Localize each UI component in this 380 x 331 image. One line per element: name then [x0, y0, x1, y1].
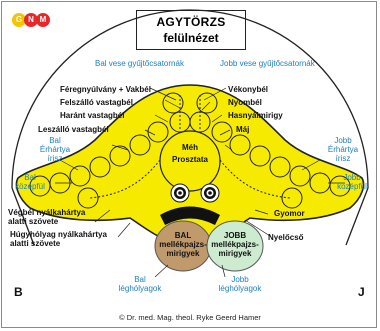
- label-meh: Méh: [182, 143, 198, 152]
- relay-circle: [162, 92, 184, 114]
- relay-circle: [281, 187, 303, 209]
- right-parathyroid-oval: [206, 220, 264, 272]
- dashed-left-line: [89, 159, 161, 199]
- relay-circle: [29, 175, 51, 197]
- copyright-text: © Dr. med. Mag. theol. Ryke Geerd Hamer: [119, 313, 261, 322]
- leader-lines: [55, 87, 345, 278]
- relay-circle: [289, 165, 311, 187]
- relay-circle: [129, 134, 151, 156]
- label-bal-vese: Bal vese gyűjtőcsatornák: [95, 59, 185, 68]
- target-right-icon: [200, 183, 220, 203]
- relay-circle: [147, 121, 169, 143]
- black-notch: [160, 206, 220, 225]
- label-maj: Máj: [236, 125, 249, 134]
- relay-circle: [109, 145, 131, 167]
- title-box: AGYTÖRZS felülnézet: [136, 10, 246, 50]
- relay-circle: [196, 92, 218, 114]
- label-vekonybel: Vékonybél: [228, 85, 268, 94]
- relay-circle: [69, 165, 91, 187]
- dashed-right-line: [219, 159, 291, 199]
- label-nyombel: Nyombél: [228, 98, 262, 107]
- label-side-b: B: [14, 285, 23, 299]
- logo-m: M: [36, 13, 50, 27]
- relay-circle: [329, 175, 351, 197]
- label-prosztata: Prosztata: [172, 155, 209, 164]
- outline-left-edge: [11, 187, 35, 246]
- label-jobb-vese: Jobb vese gyűjtőcsatornák: [220, 59, 316, 68]
- relay-circle: [211, 121, 233, 143]
- relay-circle: [89, 156, 111, 178]
- outline-right-edge: [345, 187, 369, 246]
- relay-circles: [29, 92, 351, 209]
- label-leszallo: Leszálló vastagbél: [38, 125, 109, 134]
- title-line-1: AGYTÖRZS: [156, 15, 226, 29]
- relay-circle: [269, 156, 291, 178]
- label-felszallo: Felszálló vastagbél: [60, 98, 133, 107]
- label-side-j: J: [358, 285, 365, 299]
- title-line-2: felülnézet: [163, 31, 219, 45]
- label-harant: Haránt vastagbél: [60, 111, 124, 120]
- label-gyomor: Gyomor: [274, 209, 305, 218]
- label-hasnyalmirigy: Hasnyálmirigy: [228, 111, 283, 120]
- target-left-icon: [170, 183, 190, 203]
- outer-outline: [11, 9, 369, 189]
- relay-circle: [77, 187, 99, 209]
- logo-n: N: [24, 13, 38, 27]
- label-feregnyulvany: Féregnyúlvány + Vakbél: [60, 85, 151, 94]
- relay-circle: [229, 134, 251, 156]
- diagram-frame: [1, 1, 377, 328]
- logo-g: G: [12, 13, 26, 27]
- central-circle: [159, 130, 221, 192]
- relay-circle: [249, 145, 271, 167]
- label-nyelocso: Nyelőcső: [268, 233, 304, 242]
